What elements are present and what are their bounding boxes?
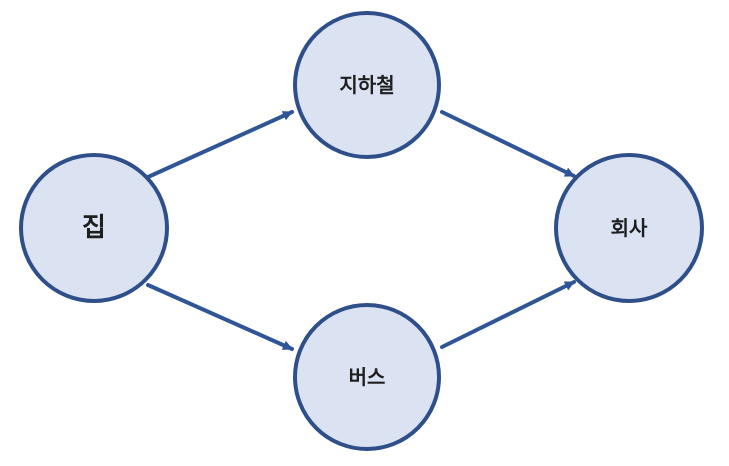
arrow-home-to-bus [146, 283, 294, 351]
node-subway: 지하철 [293, 11, 441, 159]
node-office-label: 회사 [611, 216, 648, 240]
node-subway-label: 지하철 [339, 73, 394, 97]
node-subway-circle [293, 11, 441, 159]
arrow-subway-to-office [440, 110, 576, 178]
node-home-label: 집 [82, 213, 106, 243]
arrow-bus-to-office [440, 280, 576, 349]
node-home-circle [19, 153, 169, 303]
node-office: 회사 [554, 153, 704, 303]
node-office-circle [554, 153, 704, 303]
arrow-home-to-subway [146, 110, 294, 179]
node-bus-label: 버스 [349, 365, 386, 389]
node-bus-circle [293, 303, 441, 451]
edges [146, 110, 576, 351]
node-bus: 버스 [293, 303, 441, 451]
node-home: 집 [19, 153, 169, 303]
